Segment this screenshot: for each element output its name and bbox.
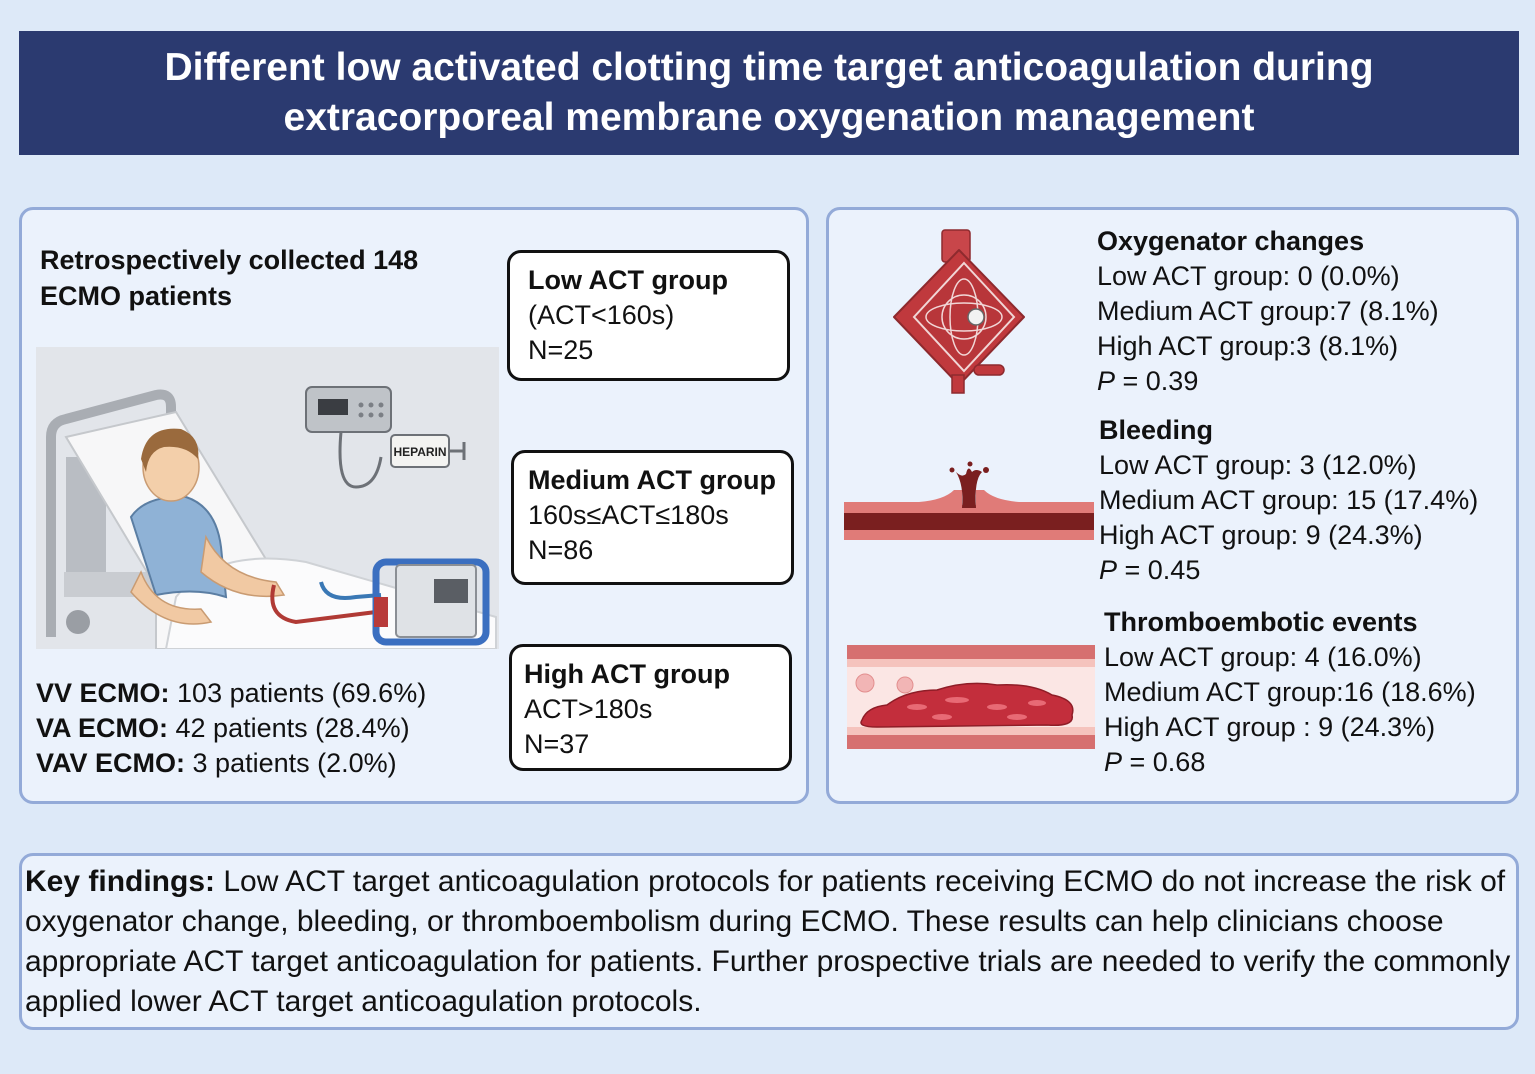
- group-name: High ACT group: [524, 659, 730, 689]
- outcome-row: Low ACT group: 4 (16.0%): [1104, 642, 1422, 672]
- outcome-row: Medium ACT group: 15 (17.4%): [1099, 485, 1479, 515]
- key-findings-panel: Key findings: Low ACT target anticoagula…: [19, 853, 1519, 1030]
- cohort-title: Retrospectively collected 148 ECMO patie…: [40, 245, 419, 311]
- p-value: P = 0.68: [1104, 747, 1206, 777]
- outcome-oxygenator-changes: Oxygenator changes Low ACT group: 0 (0.0…: [1097, 224, 1439, 399]
- outcome-title: Bleeding: [1099, 415, 1214, 445]
- svg-text:HEPARIN: HEPARIN: [393, 445, 446, 459]
- outcome-row: Medium ACT group:7 (8.1%): [1097, 296, 1439, 326]
- group-n: N=25: [528, 335, 594, 365]
- outcome-row: High ACT group: 9 (24.3%): [1099, 520, 1423, 550]
- outcome-row: High ACT group : 9 (24.3%): [1104, 712, 1436, 742]
- group-name: Low ACT group: [528, 265, 728, 295]
- group-criteria: (ACT<160s): [528, 300, 675, 330]
- title-banner: Different low activated clotting time ta…: [19, 31, 1519, 155]
- patient-bed-icon: HEPARIN: [36, 347, 499, 649]
- group-n: N=37: [524, 729, 590, 759]
- patient-ecmo-illustration: HEPARIN: [36, 347, 499, 649]
- p-value: P = 0.45: [1099, 555, 1201, 585]
- thrombus-vessel-icon: [847, 645, 1095, 750]
- group-box-high-act: High ACT group ACT>180s N=37: [509, 644, 792, 771]
- ecmo-type-va: VA ECMO: 42 patients (28.4%): [36, 713, 410, 743]
- key-findings-text: Key findings: Low ACT target anticoagula…: [25, 862, 1520, 1022]
- outcome-row: High ACT group:3 (8.1%): [1097, 331, 1399, 361]
- title-line-1: Different low activated clotting time ta…: [164, 46, 1374, 89]
- outcome-bleeding: Bleeding Low ACT group: 3 (12.0%) Medium…: [1099, 413, 1478, 588]
- key-findings-body: Low ACT target anticoagulation protocols…: [25, 865, 1511, 1018]
- group-criteria: 160s≤ACT≤180s: [528, 500, 729, 530]
- ecmo-type-vav: VAV ECMO: 3 patients (2.0%): [36, 748, 397, 778]
- ecmo-type-breakdown: VV ECMO: 103 patients (69.6%) VA ECMO: 4…: [36, 676, 426, 781]
- title-line-2: extracorporeal membrane oxygenation mana…: [283, 96, 1255, 139]
- group-box-low-act: Low ACT group (ACT<160s) N=25: [507, 250, 790, 381]
- p-value: P = 0.39: [1097, 366, 1199, 396]
- cohort-panel: Retrospectively collected 148 ECMO patie…: [19, 207, 809, 804]
- group-criteria: ACT>180s: [524, 694, 653, 724]
- outcomes-panel: Oxygenator changes Low ACT group: 0 (0.0…: [826, 207, 1519, 804]
- outcome-title: Oxygenator changes: [1097, 226, 1365, 256]
- group-box-medium-act: Medium ACT group 160s≤ACT≤180s N=86: [511, 450, 794, 585]
- outcome-row: Low ACT group: 0 (0.0%): [1097, 261, 1400, 291]
- outcome-row: Medium ACT group:16 (18.6%): [1104, 677, 1476, 707]
- key-findings-label: Key findings:: [25, 865, 216, 898]
- outcome-row: Low ACT group: 3 (12.0%): [1099, 450, 1417, 480]
- outcome-thromboembolic-events: Thromboembotic events Low ACT group: 4 (…: [1104, 605, 1476, 780]
- group-name: Medium ACT group: [528, 465, 776, 495]
- bleeding-vessel-icon: [844, 460, 1094, 545]
- ecmo-type-vv: VV ECMO: 103 patients (69.6%): [36, 678, 427, 708]
- oxygenator-icon: [884, 225, 1034, 400]
- group-n: N=86: [528, 535, 594, 565]
- outcome-title: Thromboembotic events: [1104, 607, 1418, 637]
